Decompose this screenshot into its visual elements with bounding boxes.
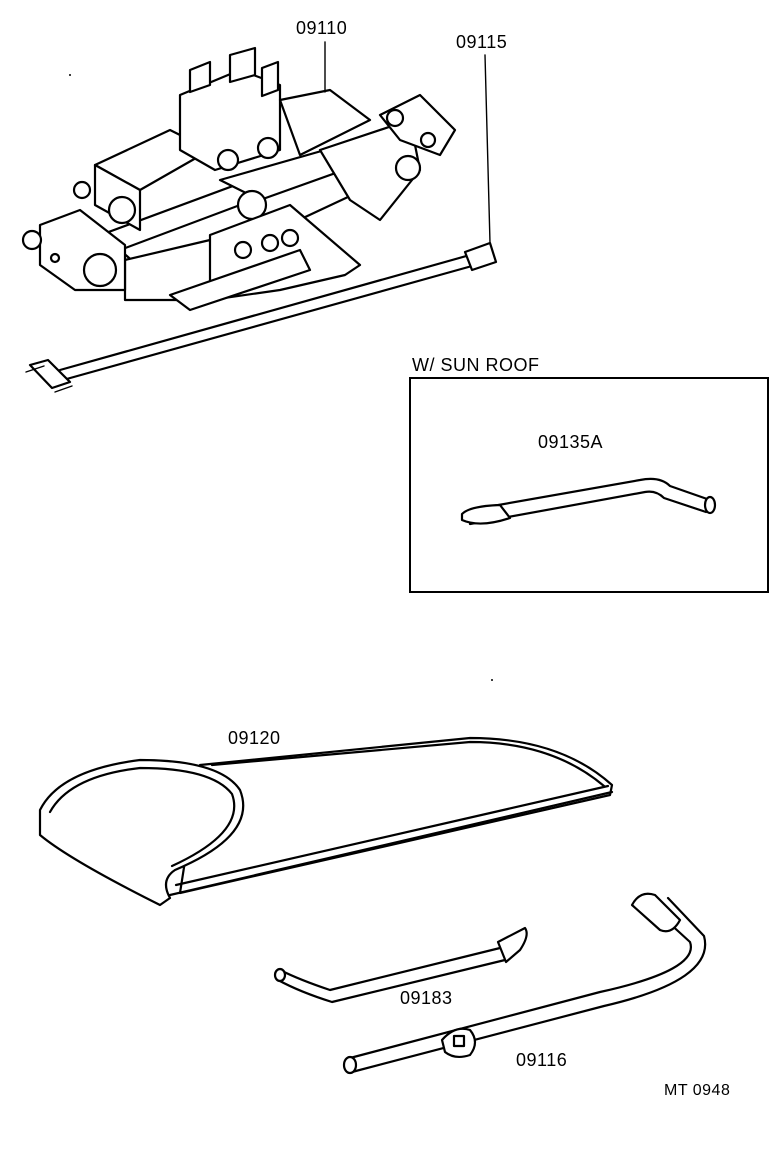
label-lug-wrench: 09116 [516,1050,568,1070]
label-screwdriver: 09183 [400,988,453,1008]
label-tool-bag: 09120 [228,728,281,748]
label-jack-handle: 09115 [456,32,508,52]
scissor-jack [21,46,457,312]
label-jack: 09110 [296,18,348,38]
sunroof-handle [460,477,717,526]
sunroof-box-title: W/ SUN ROOF [412,355,540,375]
diagram-code: MT 0948 [664,1082,731,1099]
label-sunroof-handle: 09135A [538,432,604,452]
jack-handle [25,241,498,393]
lug-wrench [342,892,707,1075]
sunroof-box-frame [409,377,769,593]
tool-bag [38,736,614,907]
screwdriver [273,926,528,1004]
leader-09115 [484,54,491,244]
